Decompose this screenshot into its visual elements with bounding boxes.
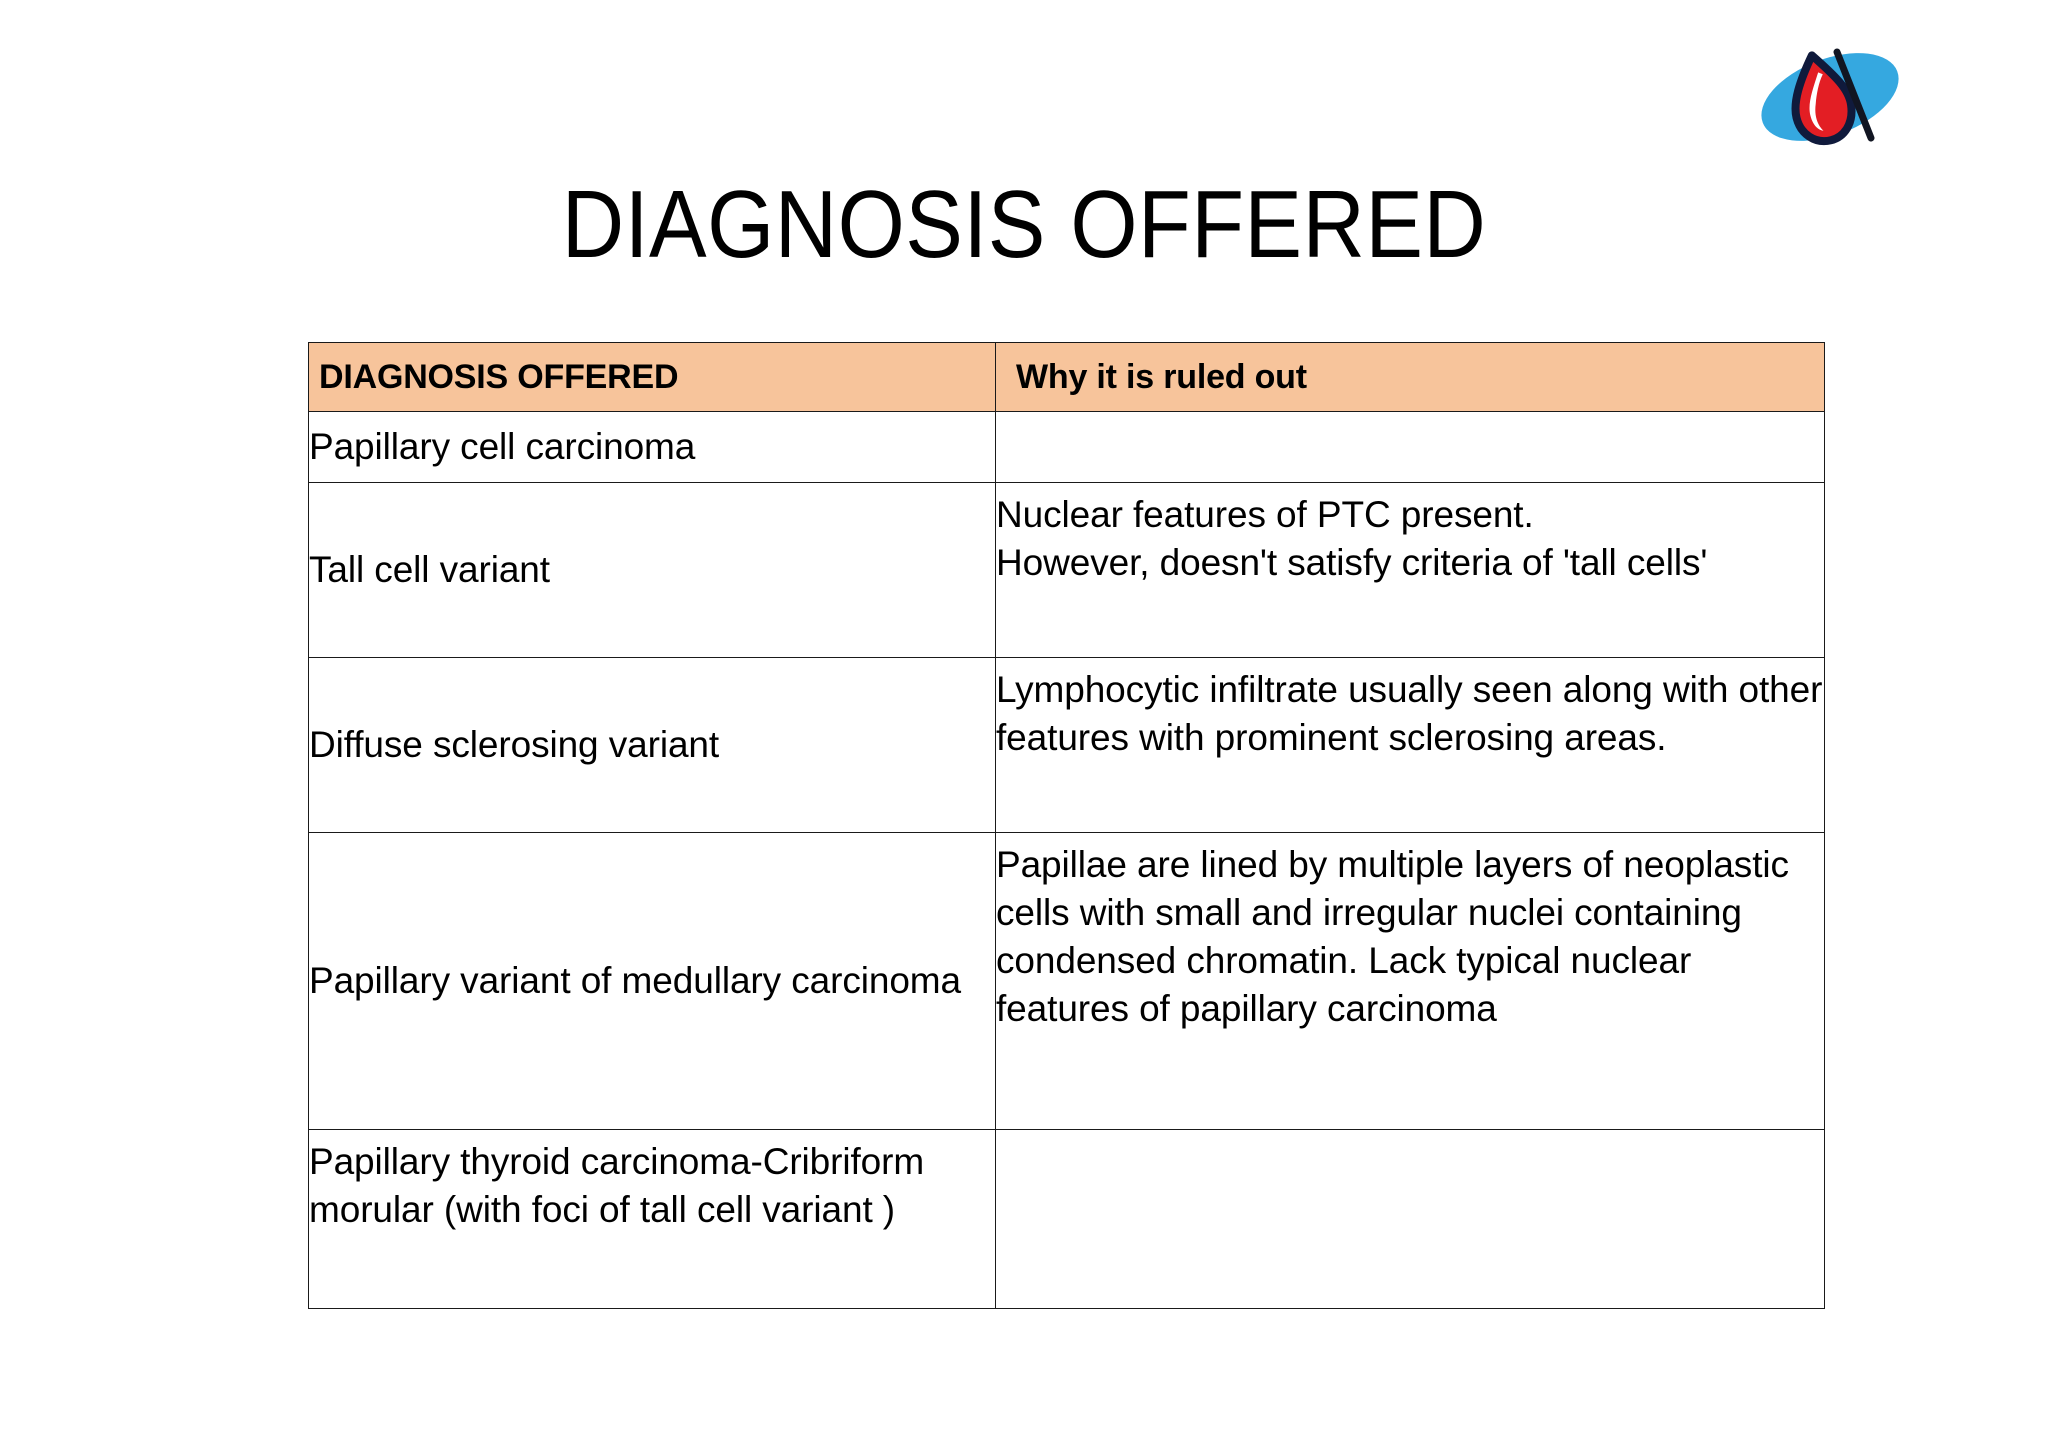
diagnosis-table-container: DIAGNOSIS OFFERED Why it is ruled out Pa… (308, 342, 1825, 1309)
logo-drop-group (1791, 51, 1856, 146)
diagnosis-text: Papillary thyroid carcinoma-Cribriform m… (309, 1141, 925, 1230)
cell-diagnosis: Papillary cell carcinoma (308, 411, 996, 483)
diagnosis-text: Tall cell variant (309, 549, 550, 590)
column-header-diagnosis: DIAGNOSIS OFFERED (308, 342, 996, 412)
cell-diagnosis: Diffuse sclerosing variant (308, 657, 996, 833)
cell-diagnosis: Papillary thyroid carcinoma-Cribriform m… (308, 1129, 996, 1309)
table-header-row: DIAGNOSIS OFFERED Why it is ruled out (308, 342, 1825, 412)
cell-reason: Nuclear features of PTC present. However… (995, 482, 1825, 658)
drop-highlight-shape (1809, 72, 1824, 131)
table-row: Diffuse sclerosing variant Lymphocytic i… (308, 657, 1825, 833)
page-title: DIAGNOSIS OFFERED (561, 171, 1487, 278)
diagnosis-text: Diffuse sclerosing variant (309, 724, 720, 765)
reason-text: Lymphocytic infiltrate usually seen alon… (996, 669, 1823, 758)
cell-reason (995, 1129, 1825, 1309)
reason-text: Papillae are lined by multiple layers of… (996, 844, 1789, 1029)
table-header: DIAGNOSIS OFFERED Why it is ruled out (308, 342, 1825, 412)
blood-drop-logo-svg (1761, 48, 1899, 146)
cell-diagnosis: Papillary variant of medullary carcinoma (308, 832, 996, 1130)
cell-reason: Papillae are lined by multiple layers of… (995, 832, 1825, 1130)
table-row: Papillary variant of medullary carcinoma… (308, 832, 1825, 1130)
table-row: Papillary cell carcinoma (308, 411, 1825, 483)
reason-text: Nuclear features of PTC present. However… (996, 494, 1708, 583)
table-body: Papillary cell carcinoma Tall cell varia… (308, 411, 1825, 1309)
diagnosis-table: DIAGNOSIS OFFERED Why it is ruled out Pa… (308, 342, 1825, 1309)
diagnosis-text: Papillary cell carcinoma (309, 426, 696, 467)
cell-diagnosis: Tall cell variant (308, 482, 996, 658)
column-header-reason: Why it is ruled out (995, 342, 1825, 412)
cell-reason (995, 411, 1825, 483)
table-row: Papillary thyroid carcinoma-Cribriform m… (308, 1129, 1825, 1309)
table-row: Tall cell variant Nuclear features of PT… (308, 482, 1825, 658)
diagonal-line-shape (1833, 48, 1875, 142)
red-drop-shape (1791, 51, 1856, 146)
blood-drop-logo (1745, 38, 1915, 156)
diagnosis-text: Papillary variant of medullary carcinoma (309, 960, 961, 1001)
cell-reason: Lymphocytic infiltrate usually seen alon… (995, 657, 1825, 833)
